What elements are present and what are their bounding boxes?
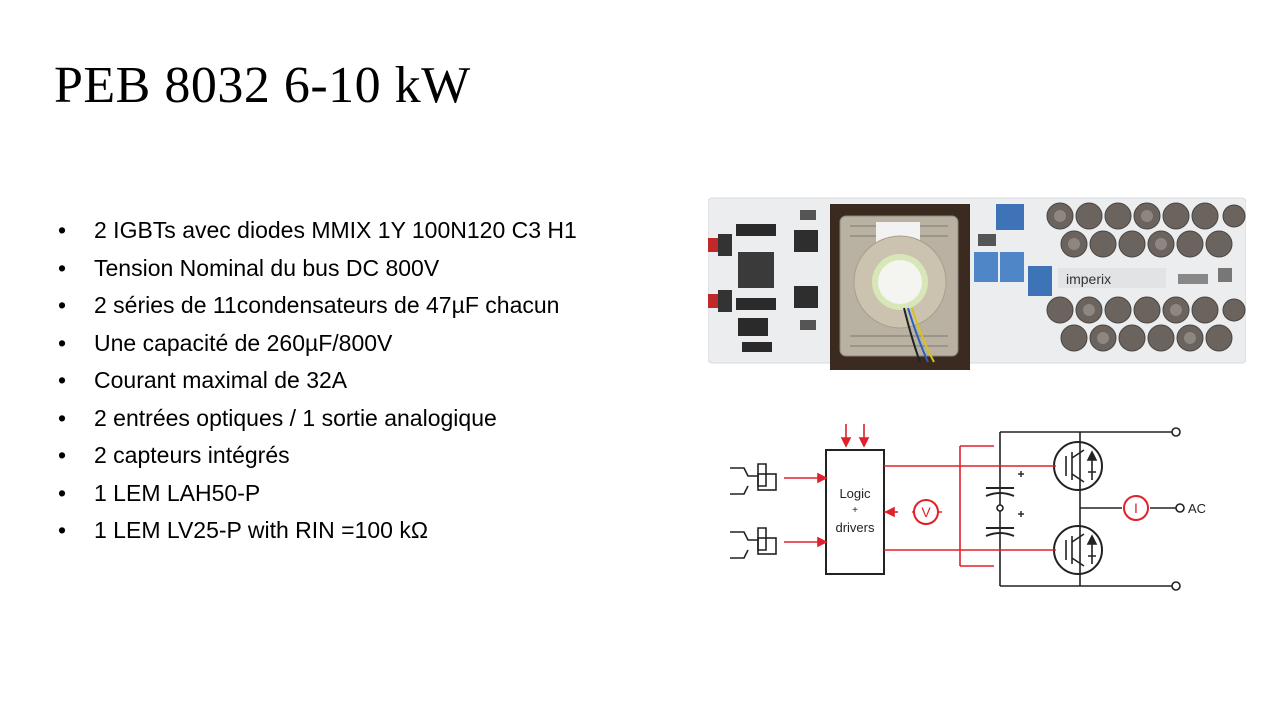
voltage-sensor-label: V: [921, 504, 931, 520]
bullet-item: 2 capteurs intégrés: [58, 437, 577, 475]
bullet-item: Courant maximal de 32A: [58, 362, 577, 400]
power-board-photo: imperix: [708, 197, 1246, 370]
logic-label: Logic: [839, 486, 871, 501]
bullet-item: 2 séries de 11condensateurs de 47µF chac…: [58, 287, 577, 325]
ac-output-label: AC: [1188, 501, 1206, 516]
bullet-item: 2 entrées optiques / 1 sortie analogique: [58, 400, 577, 438]
slide-title: PEB 8032 6-10 kW: [54, 57, 471, 114]
bullet-item: 1 LEM LAH50-P: [58, 475, 577, 513]
board-brand-label: imperix: [1066, 271, 1111, 287]
voltage-sensor-symbol: [913, 499, 939, 525]
bullet-item: Tension Nominal du bus DC 800V: [58, 250, 577, 288]
current-sensor-label: I: [1134, 500, 1138, 516]
spec-bullet-list: 2 IGBTs avec diodes MMIX 1Y 100N120 C3 H…: [58, 212, 577, 550]
bullet-item: 2 IGBTs avec diodes MMIX 1Y 100N120 C3 H…: [58, 212, 577, 250]
logic-plus-label: +: [852, 505, 858, 516]
bullet-item: 1 LEM LV25-P with RIN =100 kΩ: [58, 512, 577, 550]
inverter-schematic: V I Logic + drivers AC: [730, 424, 1206, 591]
current-sensor-symbol: [1123, 495, 1149, 521]
bullet-item: Une capacité de 260µF/800V: [58, 325, 577, 363]
drivers-label: drivers: [835, 520, 875, 535]
